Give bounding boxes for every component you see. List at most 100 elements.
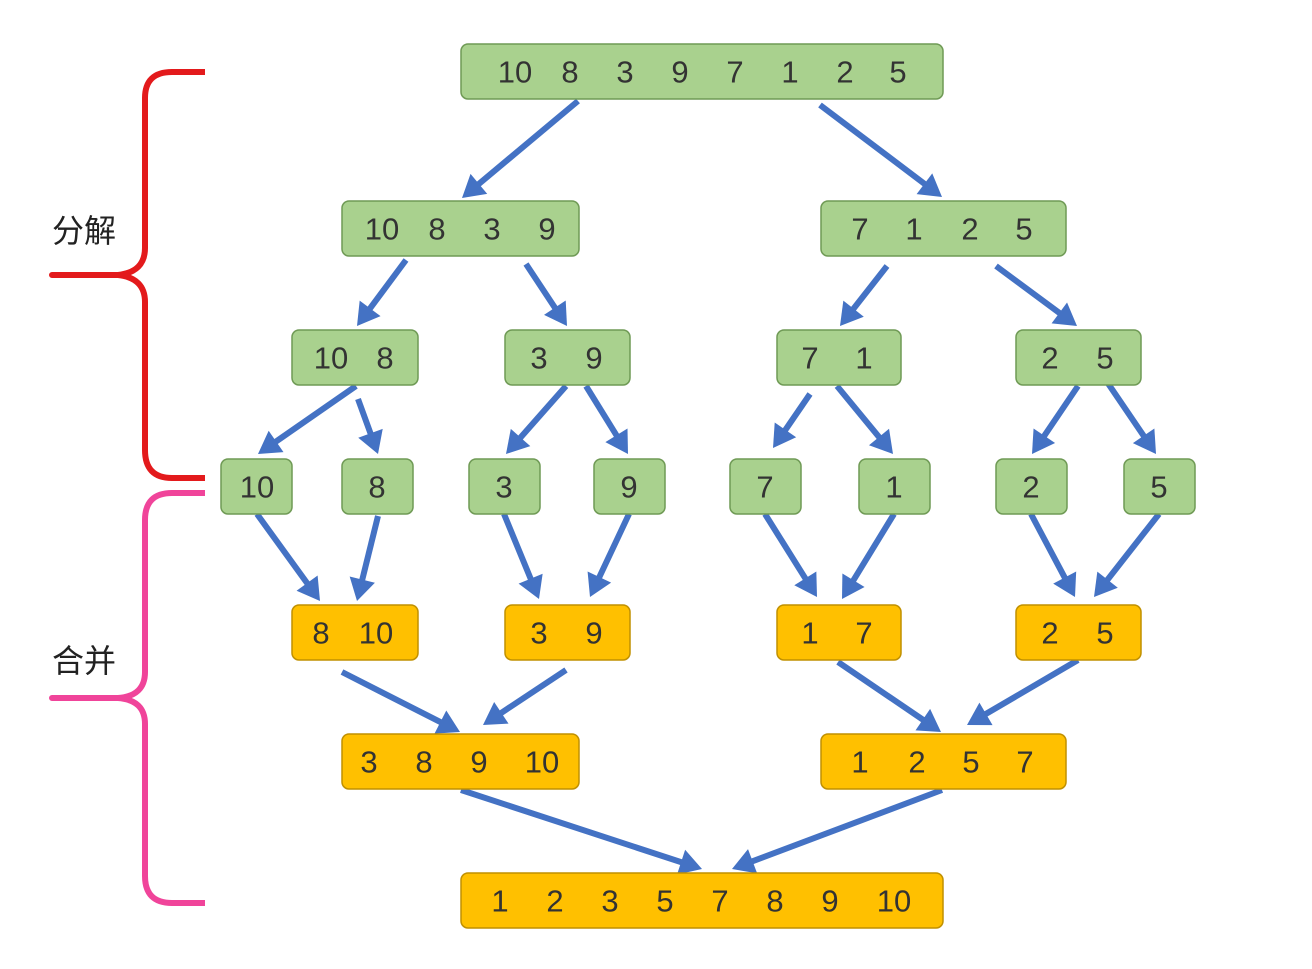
- arrow-s0-to-s1b: [818, 102, 942, 197]
- node-box: [468, 458, 541, 515]
- arrow-shaft: [272, 383, 358, 446]
- node-value: 9: [620, 470, 637, 505]
- node-box: [341, 458, 414, 515]
- arrow-s3a-to-m1a: [254, 512, 320, 601]
- node-value: 7: [851, 212, 868, 247]
- node-box: [729, 458, 802, 515]
- arrow-m1d-to-m2b: [967, 657, 1080, 726]
- arrow-s0-to-s1a: [462, 98, 580, 198]
- node-value: 8: [766, 884, 783, 919]
- arrow-shaft: [834, 384, 883, 441]
- node-value: 10: [525, 745, 559, 780]
- arrow-shaft: [516, 384, 569, 441]
- arrow-head: [483, 702, 509, 725]
- node-value: 10: [314, 341, 348, 376]
- node-value: 2: [1041, 616, 1058, 651]
- arrow-m1c-to-m2b: [836, 659, 941, 732]
- arrow-head: [840, 300, 864, 326]
- node-box: [460, 872, 944, 929]
- merge-phase-label: 合并: [52, 642, 116, 680]
- node-value: 2: [1022, 470, 1039, 505]
- node-value: 7: [726, 55, 743, 90]
- node-box: [593, 458, 666, 515]
- node-value: 5: [962, 745, 979, 780]
- arrow-head: [1032, 428, 1056, 454]
- arrow-shaft: [254, 512, 311, 587]
- node-value: 3: [530, 616, 547, 651]
- arrow-shaft: [1040, 384, 1081, 440]
- arrow-s3b-to-m1a: [349, 515, 381, 601]
- node-value: 3: [495, 470, 512, 505]
- arrow-head: [258, 430, 284, 454]
- arrow-s3d-to-m1b: [587, 512, 632, 597]
- arrow-head: [605, 428, 628, 454]
- arrow-m2a-to-m3: [460, 787, 702, 875]
- node-box: [1015, 604, 1142, 661]
- node-value: 1: [491, 884, 508, 919]
- arrow-s2d-to-s3h: [1100, 374, 1156, 454]
- node-value: 8: [428, 212, 445, 247]
- split-node-s3a: 10: [220, 458, 293, 515]
- arrow-shaft: [355, 397, 374, 437]
- arrow-m2b-to-m3: [732, 787, 944, 874]
- node-box: [1015, 329, 1142, 386]
- arrow-s2b-to-s3d: [583, 384, 628, 454]
- node-box: [776, 329, 902, 386]
- node-value: 8: [368, 470, 385, 505]
- node-box: [776, 604, 902, 661]
- arrow-s2a-to-s3a: [258, 383, 358, 454]
- split-node-s1b: 7 1 2 5: [820, 200, 1067, 257]
- arrow-head: [1053, 571, 1077, 597]
- arrow-head: [544, 300, 567, 326]
- arrow-head: [794, 571, 817, 597]
- arrow-shaft: [475, 98, 580, 188]
- arrow-head: [296, 575, 320, 601]
- arrow-head: [868, 428, 893, 454]
- arrow-head: [358, 428, 383, 454]
- arrow-shaft: [781, 392, 813, 434]
- arrow-s2a-to-s3b: [355, 397, 383, 454]
- split-node-s3c: 3: [468, 458, 541, 515]
- split-phase-label: 分解: [52, 212, 116, 250]
- node-value: 9: [538, 212, 555, 247]
- arrow-s2b-to-s3c: [506, 384, 569, 454]
- arrow-head: [677, 849, 702, 875]
- node-value: 1: [905, 212, 922, 247]
- node-value: 5: [889, 55, 906, 90]
- node-value: 5: [656, 884, 673, 919]
- arrow-s3c-to-m1b: [501, 512, 543, 599]
- arrow-shaft: [849, 264, 890, 313]
- arrow-head: [434, 710, 460, 734]
- node-value: 7: [801, 341, 818, 376]
- arrow-head: [1051, 302, 1077, 326]
- arrow-s1a-to-s2a: [357, 258, 409, 326]
- node-value: 9: [821, 884, 838, 919]
- arrow-shaft: [498, 667, 568, 717]
- arrow-shaft: [366, 258, 409, 312]
- arrow-head: [732, 849, 758, 874]
- arrow-head: [462, 173, 488, 198]
- node-box: [291, 604, 419, 661]
- node-box: [341, 200, 580, 257]
- node-value: 2: [1041, 341, 1058, 376]
- arrow-shaft: [340, 669, 444, 726]
- node-value: 9: [470, 745, 487, 780]
- arrow-head: [506, 428, 531, 454]
- node-value: 5: [1015, 212, 1032, 247]
- arrow-s2d-to-s3g: [1032, 384, 1081, 454]
- node-value: 1: [855, 341, 872, 376]
- arrow-s1b-to-s2d: [994, 263, 1077, 326]
- node-value: 2: [961, 212, 978, 247]
- arrow-shaft: [749, 787, 944, 865]
- node-value: 1: [851, 745, 868, 780]
